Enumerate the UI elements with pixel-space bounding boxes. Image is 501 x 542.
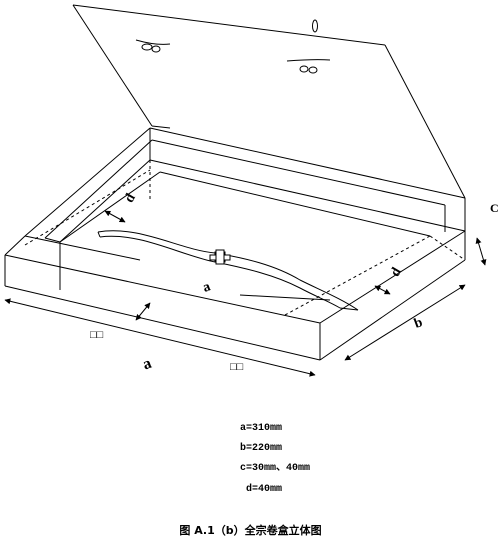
lid bbox=[72, 4, 466, 199]
label-c: C bbox=[490, 201, 499, 215]
dimension-c bbox=[475, 237, 487, 266]
lid-handle-left bbox=[135, 39, 171, 53]
box-outline bbox=[4, 127, 466, 361]
spec-a: a=310mm bbox=[240, 423, 283, 434]
label-d-right: d bbox=[388, 265, 405, 279]
lid-handle-right bbox=[286, 19, 331, 74]
label-b: b bbox=[412, 315, 425, 332]
spec-d: d=40mm bbox=[246, 484, 283, 495]
hidden-edges bbox=[24, 160, 466, 316]
dimension-b bbox=[344, 284, 466, 361]
label-garbled-right: □□ bbox=[230, 361, 244, 373]
buckle bbox=[209, 249, 231, 265]
dimension-d-left bbox=[104, 210, 126, 223]
box-isometric-diagram: a a b C d d □□ □□ bbox=[4, 4, 499, 377]
dimension-front-depth bbox=[135, 302, 151, 321]
label-garbled-left: □□ bbox=[90, 329, 104, 341]
label-a-main: a bbox=[140, 355, 153, 374]
strap bbox=[97, 230, 359, 311]
dimension-d-right bbox=[374, 285, 391, 295]
label-a-box: a bbox=[201, 279, 213, 295]
spec-b: b=220mm bbox=[240, 443, 283, 454]
dimension-a bbox=[4, 298, 316, 377]
figure-caption: 图 A.1（b）全宗卷盒立体图 bbox=[179, 524, 322, 537]
spec-c: c=30mm、40mm bbox=[240, 463, 311, 474]
